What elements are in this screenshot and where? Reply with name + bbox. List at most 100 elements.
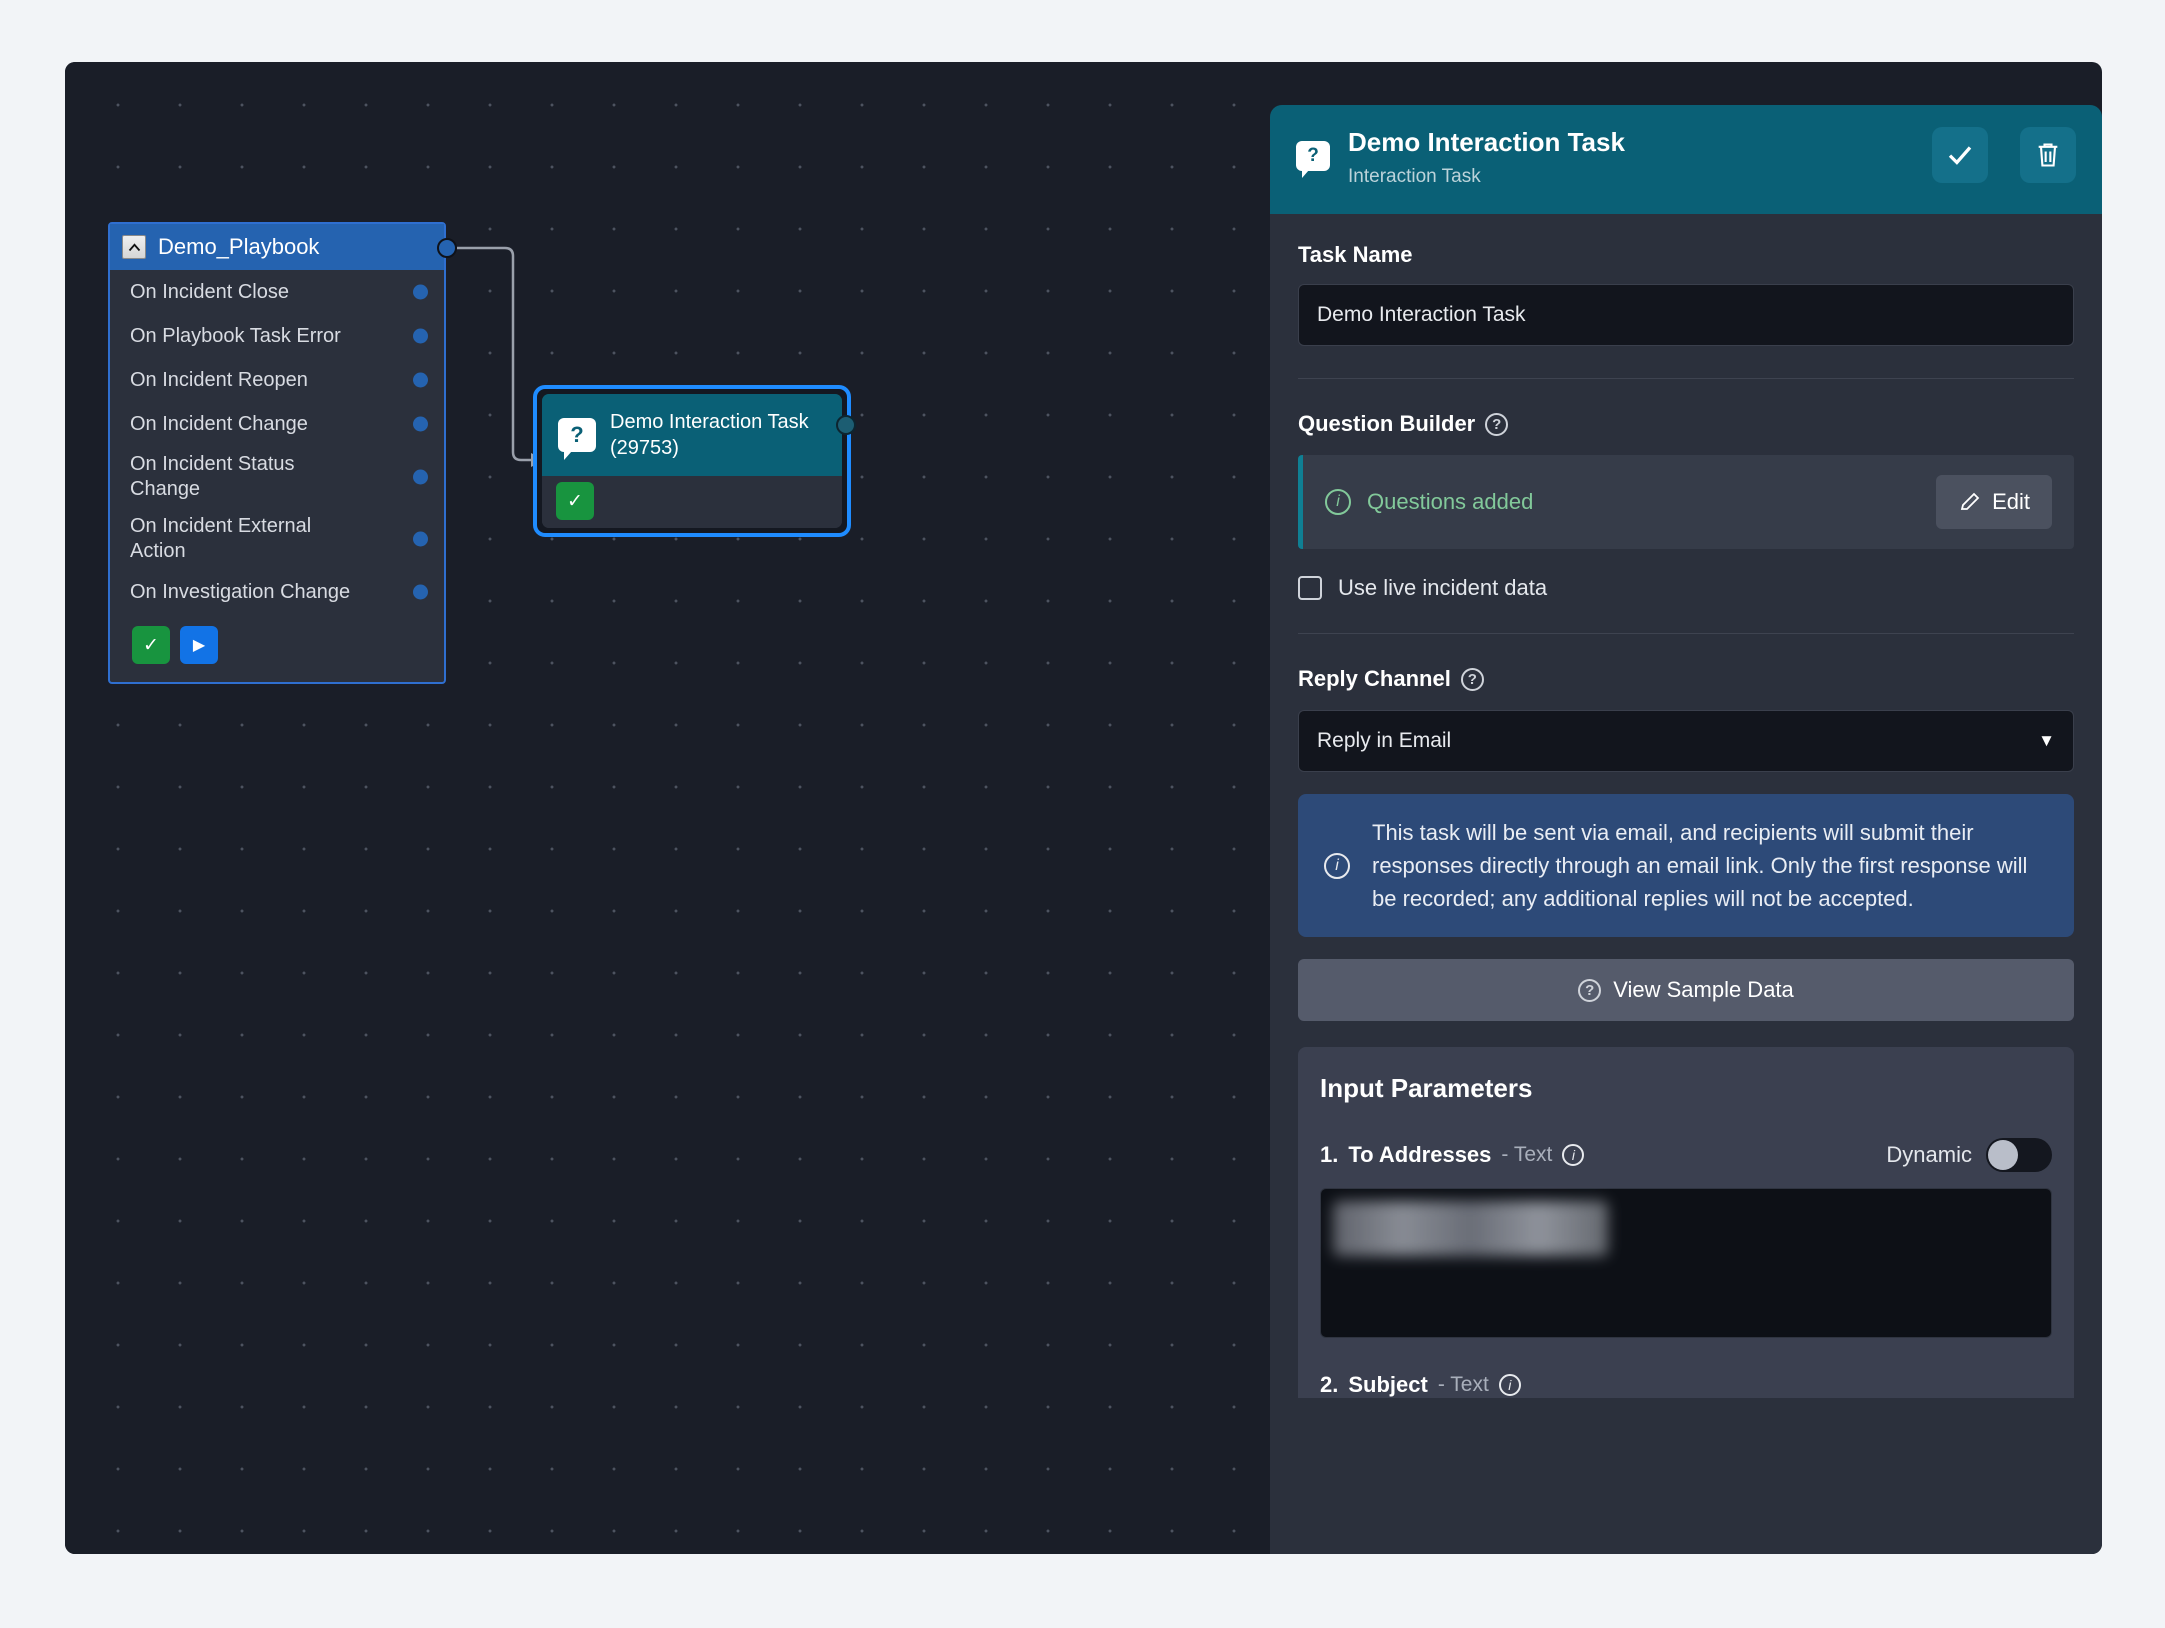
task-node-title-text: Demo Interaction Task: [610, 411, 809, 433]
task-node-approve-button[interactable]: ✓: [556, 482, 594, 520]
playbook-node-header[interactable]: Demo_Playbook: [110, 224, 444, 270]
dynamic-toggle-wrap: Dynamic: [1886, 1138, 2052, 1172]
trigger-label: On Incident Change: [130, 412, 308, 435]
redacted-email-value: [1333, 1201, 1608, 1256]
edit-questions-button[interactable]: Edit: [1936, 475, 2052, 529]
reply-channel-notice-text: This task will be sent via email, and re…: [1372, 820, 2028, 911]
trigger-row[interactable]: On Incident Close: [110, 270, 444, 314]
trigger-label: On Playbook Task Error: [130, 324, 341, 347]
param-name: 2. Subject - Text i: [1320, 1372, 1521, 1398]
playbook-output-port[interactable]: [437, 238, 457, 258]
trigger-label: On Incident Reopen: [130, 368, 308, 391]
delete-button[interactable]: [2020, 127, 2076, 183]
playbook-approve-button[interactable]: ✓: [132, 626, 170, 664]
panel-title: Demo Interaction Task: [1348, 127, 1625, 157]
reply-channel-label-text: Reply Channel: [1298, 666, 1451, 691]
param-label: To Addresses: [1348, 1142, 1492, 1167]
check-icon: [1948, 146, 1972, 165]
trigger-row[interactable]: On Incident External Action: [110, 508, 444, 570]
info-icon[interactable]: i: [1562, 1144, 1585, 1166]
question-builder-label-text: Question Builder: [1298, 411, 1476, 436]
questions-added-alert: i Questions added Edit: [1298, 455, 2074, 549]
divider: [1298, 378, 2074, 379]
trigger-row[interactable]: On Investigation Change: [110, 570, 444, 614]
question-builder-label: Question Builder ?: [1298, 411, 2074, 437]
panel-body: Task Name Demo Interaction Task Question…: [1270, 214, 2102, 1398]
help-icon[interactable]: ?: [1460, 667, 1484, 691]
pencil-icon: [1960, 492, 1980, 510]
app-window: Demo_Playbook On Incident Close On Playb…: [65, 62, 2102, 1554]
info-icon: i: [1324, 852, 1350, 879]
playbook-run-button[interactable]: ▶: [180, 626, 218, 664]
playbook-node[interactable]: Demo_Playbook On Incident Close On Playb…: [108, 222, 446, 684]
trigger-label: On Investigation Change: [130, 580, 351, 603]
task-node-demo-interaction-task[interactable]: ? Demo Interaction Task (29753) ✓: [533, 385, 856, 537]
info-icon[interactable]: i: [1498, 1374, 1521, 1396]
reply-channel-select[interactable]: Reply in Email ▼: [1298, 710, 2074, 772]
chevron-up-glyph: [128, 242, 140, 251]
task-output-port[interactable]: [836, 415, 856, 435]
workflow-canvas[interactable]: Demo_Playbook On Incident Close On Playb…: [65, 62, 1270, 1554]
task-properties-panel: ? Demo Interaction Task Interaction Task…: [1270, 105, 2102, 1554]
trigger-port[interactable]: [413, 469, 428, 485]
trigger-port[interactable]: [413, 328, 428, 344]
param-row-to-addresses: 1. To Addresses - Text i Dynamic: [1320, 1138, 2052, 1172]
playbook-action-bar: ✓ ▶: [110, 614, 444, 682]
trigger-row[interactable]: On Playbook Task Error: [110, 314, 444, 358]
trigger-port[interactable]: [413, 584, 428, 600]
task-node-inner: ? Demo Interaction Task (29753) ✓: [542, 394, 842, 528]
panel-header: ? Demo Interaction Task Interaction Task: [1270, 105, 2102, 214]
task-node-footer: ✓: [542, 476, 842, 528]
view-sample-data-button[interactable]: ? View Sample Data: [1298, 959, 2074, 1021]
toggle-knob: [1988, 1140, 2018, 1170]
param-row-subject: 2. Subject - Text i: [1320, 1372, 2052, 1398]
edit-button-label: Edit: [1992, 489, 2030, 514]
trigger-list: On Incident Close On Playbook Task Error…: [110, 270, 444, 614]
trigger-port[interactable]: [413, 531, 428, 547]
input-parameters-card: Input Parameters 1. To Addresses - Text …: [1298, 1047, 2074, 1398]
chevron-up-icon[interactable]: [122, 235, 146, 259]
save-button[interactable]: [1932, 127, 1988, 183]
use-live-incident-data-label: Use live incident data: [1338, 575, 1548, 600]
dynamic-label: Dynamic: [1886, 1142, 1972, 1167]
task-name-label: Task Name: [1298, 242, 1413, 267]
reply-channel-label: Reply Channel ?: [1298, 666, 2074, 692]
trigger-port[interactable]: [413, 372, 428, 388]
to-addresses-input[interactable]: [1320, 1188, 2052, 1338]
task-name-input[interactable]: Demo Interaction Task: [1298, 284, 2074, 346]
param-type: - Text: [1501, 1143, 1553, 1166]
trigger-row[interactable]: On Incident Status Change: [110, 446, 444, 508]
playbook-title: Demo_Playbook: [158, 234, 320, 259]
use-live-incident-data-row[interactable]: Use live incident data: [1298, 575, 2074, 601]
reply-channel-value: Reply in Email: [1317, 729, 1452, 752]
trigger-row[interactable]: On Incident Change: [110, 402, 444, 446]
panel-subtitle: Interaction Task: [1348, 166, 1481, 187]
question-circle-icon: ?: [1578, 978, 1602, 1002]
task-node-id: (29753): [610, 437, 679, 459]
divider: [1298, 633, 2074, 634]
trash-icon: [2038, 143, 2058, 167]
alert-left: i Questions added: [1325, 489, 1533, 515]
use-live-incident-data-checkbox[interactable]: [1298, 576, 1322, 600]
view-sample-data-label: View Sample Data: [1613, 977, 1794, 1002]
trigger-port[interactable]: [413, 416, 428, 432]
info-icon: i: [1325, 489, 1351, 515]
trigger-label: On Incident Close: [130, 280, 289, 303]
param-label: Subject: [1348, 1372, 1428, 1397]
dynamic-toggle[interactable]: [1986, 1138, 2052, 1172]
param-number: 1.: [1320, 1142, 1339, 1167]
param-name: 1. To Addresses - Text i: [1320, 1142, 1585, 1168]
question-bubble-icon: ?: [1296, 141, 1330, 178]
questions-status-text: Questions added: [1367, 489, 1534, 514]
trigger-port[interactable]: [413, 284, 428, 300]
input-parameters-title: Input Parameters: [1320, 1073, 1533, 1103]
trigger-row[interactable]: On Incident Reopen: [110, 358, 444, 402]
trigger-label: On Incident Status Change: [130, 453, 295, 500]
help-icon[interactable]: ?: [1485, 412, 1509, 436]
param-type: - Text: [1437, 1373, 1489, 1396]
question-bubble-icon: ?: [558, 418, 596, 460]
param-number: 2.: [1320, 1372, 1339, 1397]
reply-channel-notice: i This task will be sent via email, and …: [1298, 794, 2074, 937]
task-node-header: ? Demo Interaction Task (29753): [542, 394, 842, 476]
trigger-label: On Incident External Action: [130, 515, 312, 562]
